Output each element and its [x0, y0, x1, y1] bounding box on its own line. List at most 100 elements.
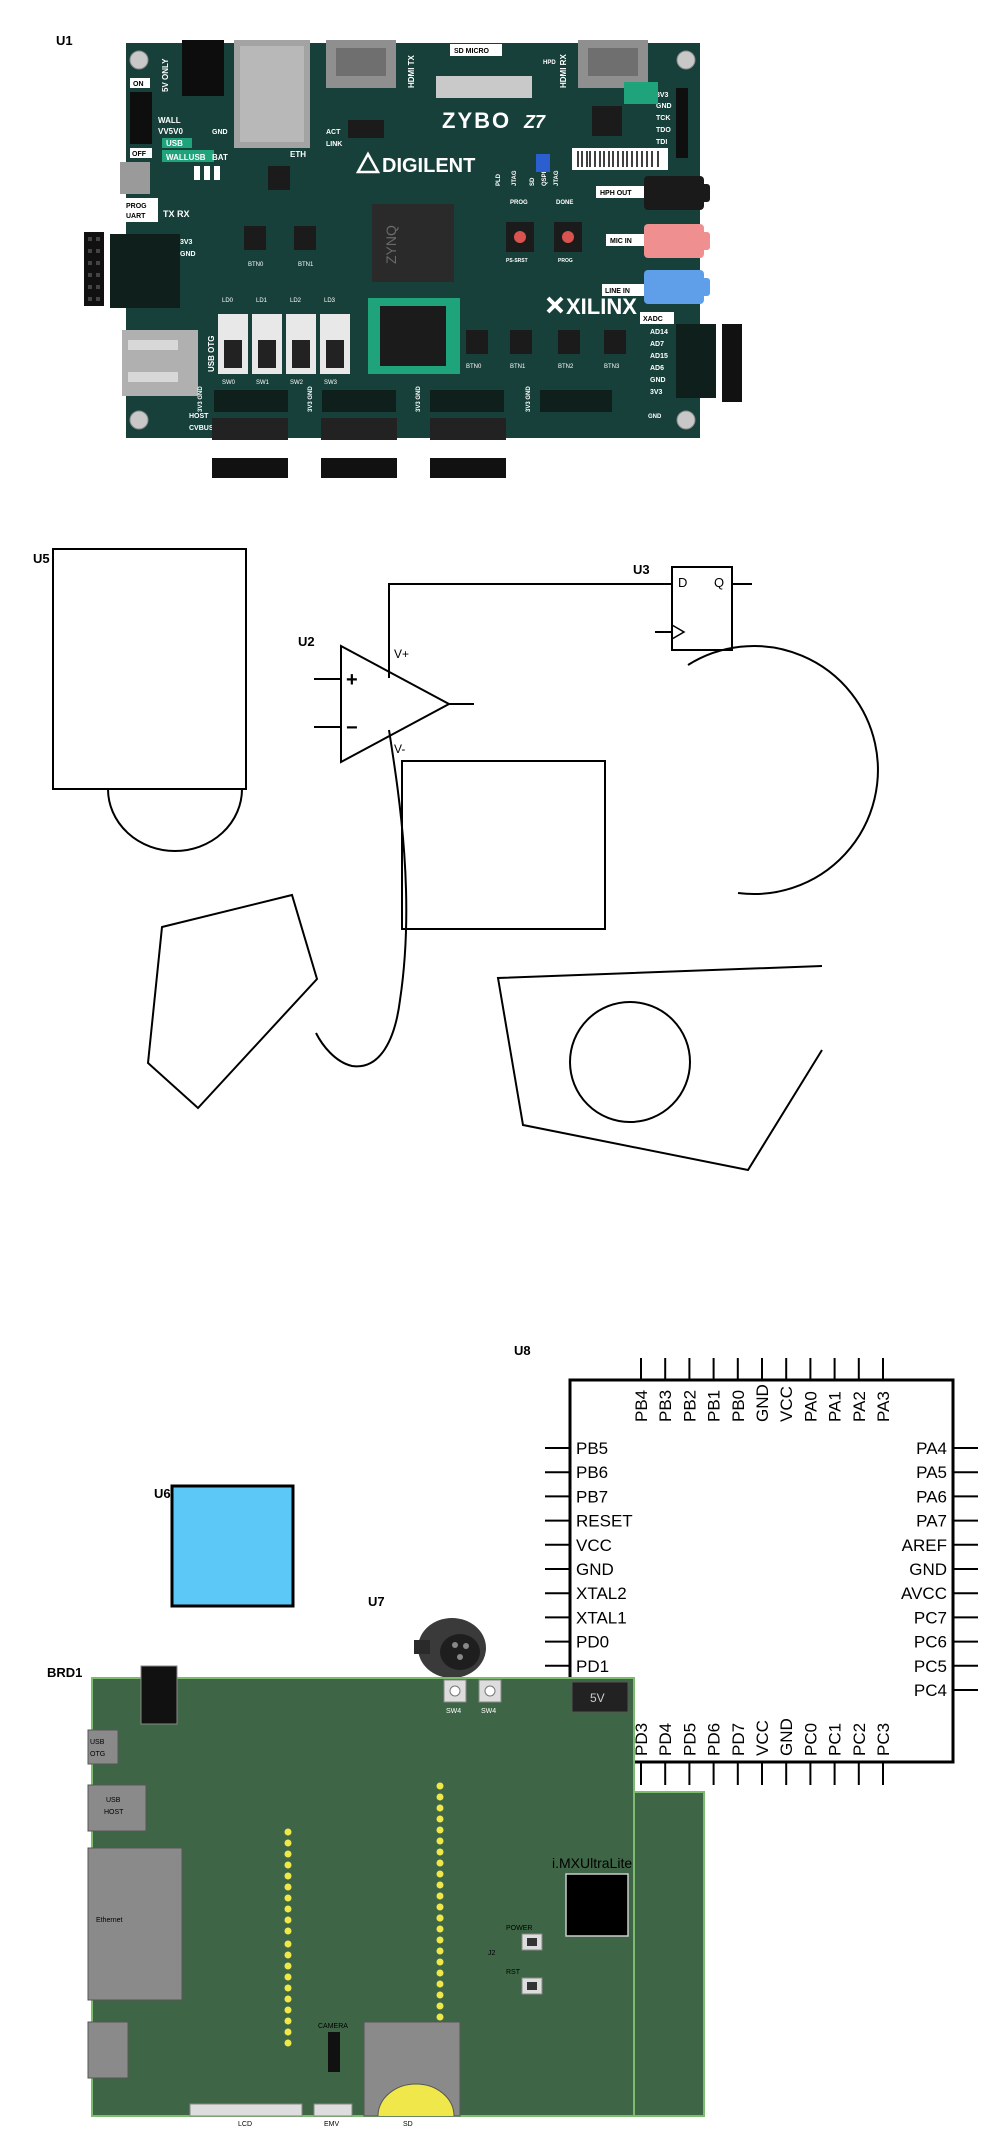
zybo-logo: ZYBO — [442, 108, 511, 133]
micro-usb-uart — [120, 162, 150, 194]
imx-side-pcb — [633, 1791, 705, 2117]
sd-micro-slot — [436, 76, 532, 98]
barcode-label — [572, 148, 668, 170]
flipflop-d: D — [678, 575, 687, 590]
usb-host-jack — [122, 330, 198, 396]
silk-bat: BAT — [212, 153, 228, 162]
silk-wall: WALL — [158, 116, 181, 125]
pmod-shroud-2 — [321, 418, 397, 440]
pmod-header-right — [722, 324, 742, 402]
mcu-left-pin-6: XTAL2 — [576, 1584, 627, 1603]
pmod-shroud-1 — [212, 418, 288, 440]
pmod-shroud-3 — [430, 418, 506, 440]
header-pin — [284, 1905, 292, 1913]
opamp-minus: − — [346, 717, 358, 739]
silk-ld0: LD0 — [222, 298, 234, 304]
silk-sw2: SW2 — [290, 380, 304, 386]
mcu-bottom-pin-9: PC2 — [850, 1723, 869, 1756]
mcu-right-pin-10: PC4 — [914, 1681, 947, 1700]
push-button-btn0[interactable] — [466, 330, 488, 354]
silk-done: DONE — [556, 200, 573, 206]
mcu-top-pin-7: PA0 — [801, 1391, 820, 1422]
mcu-right-pin-3: PA7 — [916, 1512, 947, 1531]
header-pin — [436, 1980, 444, 1988]
u6-square — [170, 1484, 295, 1608]
mcu-bottom-pin-2: PD5 — [680, 1723, 699, 1756]
silk-ld2: LD2 — [290, 298, 302, 304]
header-pin — [284, 1940, 292, 1948]
label-u1: U1 — [56, 33, 73, 48]
silk-btn0: BTN0 — [466, 364, 482, 370]
mcu-right-pin-4: AREF — [902, 1536, 947, 1555]
silk-jtag-tdo: TDO — [656, 127, 671, 134]
silk-left-3v3: 3V3 — [180, 239, 193, 246]
five-v-jack — [571, 1681, 629, 1713]
mcu-bottom-pin-10: PC3 — [874, 1723, 893, 1756]
silk-mic-in: MIC IN — [610, 238, 632, 245]
opamp-plus: + — [346, 669, 358, 691]
pmod-4 — [540, 390, 612, 412]
mcu-left-pin-0: PB5 — [576, 1439, 608, 1458]
mcu-bottom-pin-7: PC0 — [801, 1723, 820, 1756]
header-pin — [284, 1872, 292, 1880]
header-pin — [284, 2017, 292, 2025]
mcu-bottom-pin-0: PD3 — [632, 1723, 651, 1756]
header-pin — [436, 1958, 444, 1966]
mcu-right-pin-6: AVCC — [901, 1584, 947, 1603]
btn1-ic — [294, 226, 316, 250]
header-pin — [436, 2002, 444, 2010]
mcu-right-pin-1: PA5 — [916, 1463, 947, 1482]
mcu-top-pin-3: PB1 — [705, 1390, 724, 1422]
silk-ad15: AD15 — [650, 353, 668, 360]
green-module — [624, 82, 658, 104]
usb-otg-port — [87, 1729, 119, 1765]
usb-jumper — [162, 138, 192, 148]
label-u2: U2 — [298, 634, 315, 649]
silk-5v-only: 5V ONLY — [161, 58, 170, 92]
silk-gnd-top: GND — [212, 129, 228, 136]
wire-vplus-to-ff — [388, 583, 672, 678]
power-jack — [182, 40, 224, 96]
silk-ad6: AD6 — [650, 365, 664, 372]
push-button-btn3[interactable] — [604, 330, 626, 354]
jtag-header — [676, 88, 688, 158]
silk-j2: J2 — [488, 1950, 496, 1957]
silk-off: OFF — [132, 151, 147, 158]
silk-ps-srst: PS-SRST — [506, 258, 528, 264]
silk-pmod-2: 3V3 GND — [308, 386, 314, 412]
silk-lcd: LCD — [238, 2121, 252, 2128]
header-pin — [436, 1870, 444, 1878]
pmod-header-bottom-2 — [321, 458, 397, 478]
opamp-vplus: V+ — [394, 647, 409, 661]
silk-wall-usb: WALLUSB — [166, 153, 206, 162]
push-button-btn2[interactable] — [558, 330, 580, 354]
left-connector — [110, 234, 180, 308]
ethernet-port — [87, 1847, 183, 2001]
silk-vv5v0: VV5V0 — [158, 127, 183, 136]
silk-jtag-tdi: TDI — [656, 139, 667, 146]
silk-line-box — [602, 284, 646, 296]
imx-header-left — [284, 1828, 292, 2047]
silk-ld1: LD1 — [256, 298, 268, 304]
header-pin — [436, 1815, 444, 1823]
header-pin — [284, 1962, 292, 1970]
silk-eth: ETH — [290, 150, 306, 159]
mcu-bottom-pin-6: GND — [777, 1718, 796, 1756]
push-button-btn1[interactable] — [510, 330, 532, 354]
silk-prog-btn: PROG — [510, 200, 528, 206]
header-pin — [284, 1883, 292, 1891]
circle-shape — [569, 1001, 691, 1123]
mount-hole-br — [676, 410, 696, 430]
pmod-1 — [214, 390, 288, 412]
silk-link: LINK — [326, 141, 342, 148]
mcu-top-pin-2: PB2 — [680, 1390, 699, 1422]
mcu-left-pin-5: GND — [576, 1560, 614, 1579]
silk-usb-otg: USB OTG — [207, 336, 216, 372]
header-pin — [436, 1903, 444, 1911]
silk-audio-jack: Audio Jack — [143, 1659, 178, 1666]
silk-on: ON — [133, 81, 144, 88]
label-brd1: BRD1 — [47, 1665, 82, 1680]
power-switch[interactable] — [130, 92, 152, 144]
